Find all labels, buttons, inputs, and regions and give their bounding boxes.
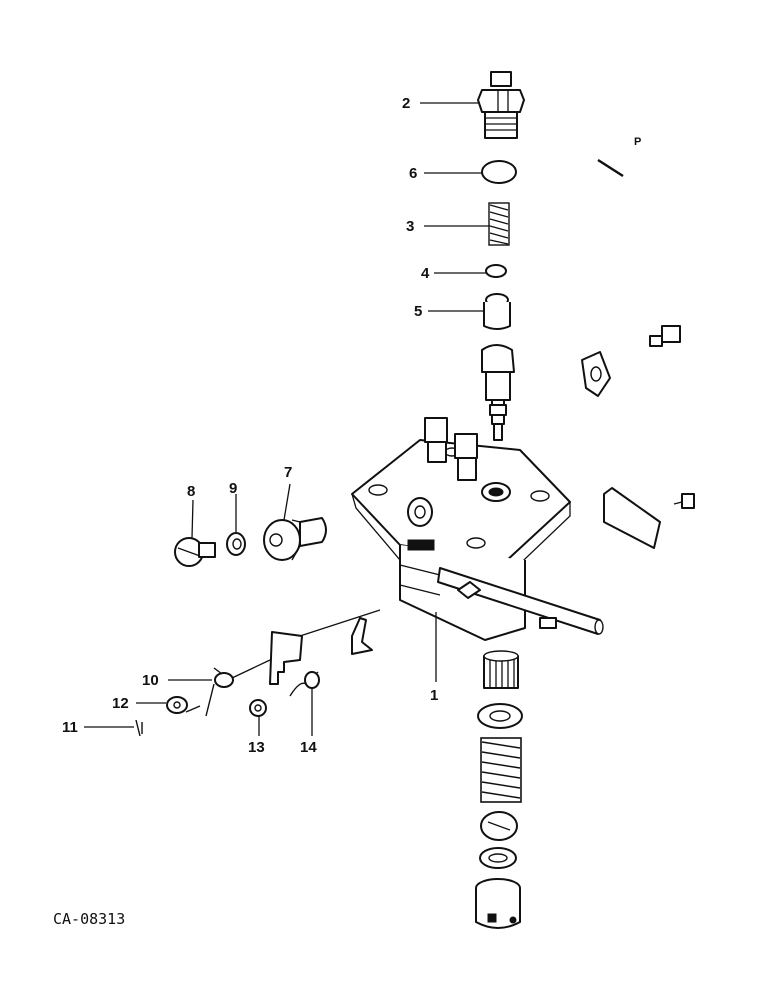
plain-washer [166, 696, 188, 714]
cover-screw [673, 493, 695, 509]
callout-4: 4 [421, 265, 430, 282]
drawing-code: CA-08313 [53, 910, 125, 928]
plunger-spring [480, 737, 522, 803]
delivery-valve-holder [477, 71, 525, 139]
callout-8: 8 [187, 483, 195, 500]
plunger-spring-seat [483, 650, 519, 689]
spring-clip [205, 667, 234, 717]
control-bracket [581, 351, 611, 397]
callout-12: 12 [112, 695, 129, 712]
callout-p: P [634, 136, 641, 148]
callout-6: 6 [409, 165, 417, 182]
callout-13: 13 [248, 739, 265, 756]
dowel-pin [597, 158, 624, 178]
callout-5: 5 [414, 303, 422, 320]
delivery-valve [483, 293, 511, 330]
snap-ring [249, 699, 267, 717]
control-lever-plate [269, 617, 373, 685]
pump-body [351, 417, 604, 641]
valve-seat [481, 344, 515, 441]
valve-spring [488, 202, 510, 246]
delivery-valve-plug [263, 517, 327, 561]
cover-plate [603, 487, 661, 549]
copper-washer [226, 532, 246, 556]
callout-7: 7 [284, 464, 292, 481]
leader-lines [84, 102, 490, 736]
lever-spring [289, 671, 320, 697]
lower-spring-seat [480, 811, 518, 841]
callout-9: 9 [229, 480, 237, 497]
upper-spring-seat [477, 703, 523, 729]
callout-10: 10 [142, 672, 159, 689]
callout-3: 3 [406, 218, 414, 235]
gasket [481, 160, 517, 184]
tappet [475, 878, 521, 929]
shim-washer [479, 847, 517, 869]
callout-1: 1 [430, 687, 438, 704]
cotter-pin [135, 719, 143, 737]
callout-11: 11 [62, 719, 78, 736]
callout-2: 2 [402, 95, 410, 112]
cap-screw [649, 325, 681, 347]
callout-14: 14 [300, 739, 317, 756]
washer [485, 264, 507, 278]
bleed-screw [174, 537, 216, 567]
